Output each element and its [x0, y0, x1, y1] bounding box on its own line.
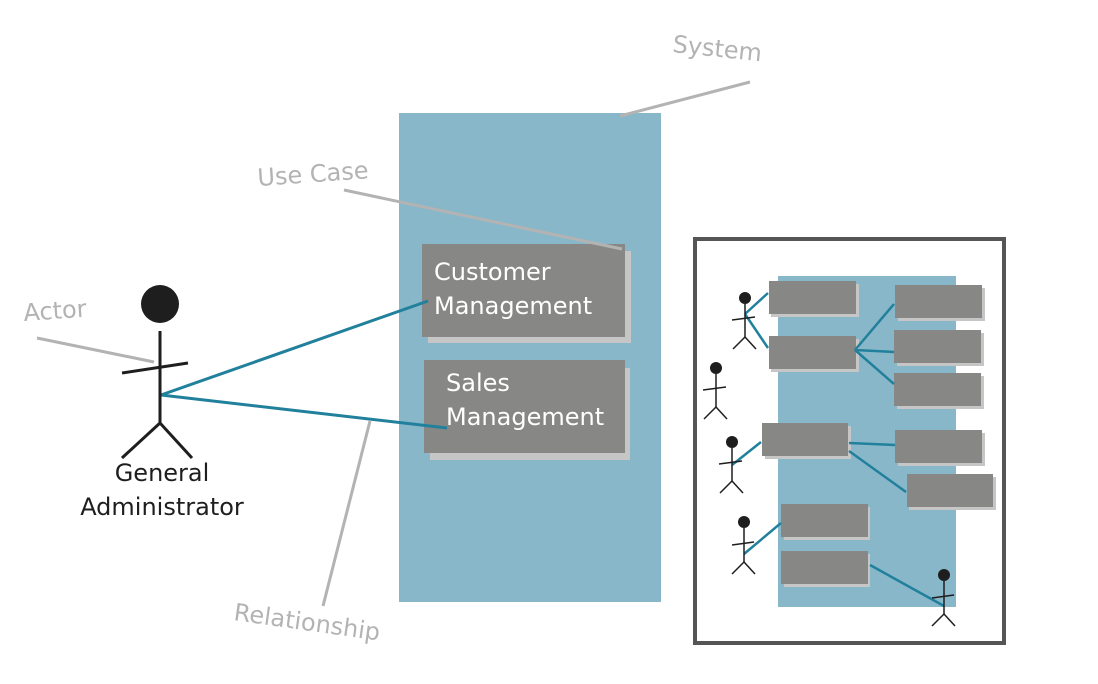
annotation-label-system: System: [671, 30, 763, 67]
thumbnail-diagram: [693, 237, 1006, 645]
thumbnail-actor: [731, 516, 756, 575]
thumbnail-use-case: [895, 285, 985, 321]
actor-arms: [121, 361, 189, 375]
annotation-label-actor: Actor: [22, 295, 87, 327]
thumbnail-actor: [731, 292, 757, 350]
use-case-label-line2: Management: [446, 403, 604, 431]
thumbnail-use-case: [895, 430, 985, 466]
use-case-label-line2: Management: [434, 292, 592, 320]
annotation-pointer-system: [619, 80, 751, 118]
annotation-system: System: [619, 30, 763, 118]
thumbnail-use-case: [894, 330, 984, 366]
use-case-label-line1: Sales: [446, 369, 510, 397]
thumbnail-actor: [702, 362, 728, 420]
annotation-relationship: Relationship: [232, 420, 382, 646]
use-case-box: [422, 244, 625, 337]
thumbnail-use-case: [769, 336, 859, 372]
thumbnail-use-case: [907, 474, 996, 510]
actor-leg-left: [120, 421, 162, 460]
annotation-label-relationship: Relationship: [232, 598, 382, 646]
annotation-actor: Actor: [22, 295, 155, 364]
use-case-customer-management[interactable]: Customer Management: [422, 244, 631, 343]
thumbnail-use-case: [769, 281, 859, 317]
annotation-label-use-case: Use Case: [256, 156, 369, 192]
actor-general-administrator[interactable]: General Administrator: [80, 285, 244, 521]
use-case-sales-management[interactable]: Sales Management: [424, 360, 630, 460]
system-boundary: [399, 113, 661, 602]
relationship-line-customer: [160, 299, 429, 397]
thumbnail-actor: [931, 569, 956, 627]
thumbnail-use-case: [762, 423, 851, 459]
relationship-line-sales: [160, 393, 448, 430]
use-case-box: [424, 360, 625, 453]
annotation-pointer-actor: [36, 336, 155, 364]
annotation-pointer-relationship: [321, 420, 372, 607]
thumbnail-actor: [718, 436, 744, 494]
actor-leg-right: [158, 421, 194, 460]
use-case-label-line1: Customer: [434, 258, 551, 286]
thumbnail-use-case: [894, 373, 984, 409]
annotation-pointer-use-case: [343, 188, 623, 251]
actor-head: [141, 285, 179, 323]
actor-name-line1: General: [115, 459, 210, 487]
actor-name-line2: Administrator: [80, 493, 244, 521]
thumbnail-use-case: [781, 504, 870, 540]
thumbnail-use-case: [781, 551, 870, 587]
